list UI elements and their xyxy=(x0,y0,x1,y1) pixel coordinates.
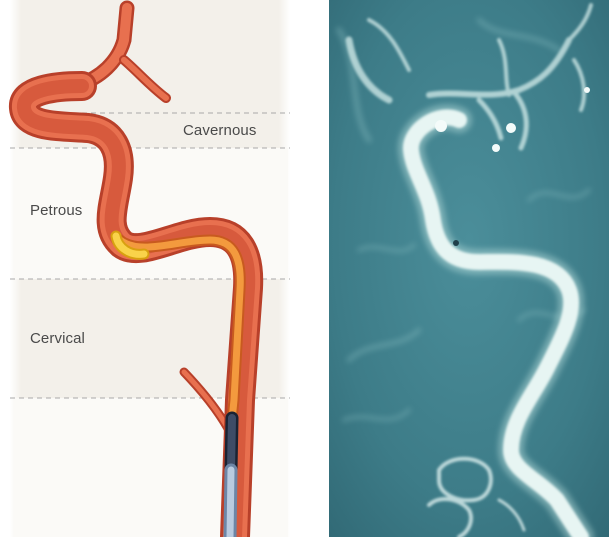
angiogram-image xyxy=(329,0,609,537)
artery-illustration xyxy=(0,0,305,537)
angiogram-panel xyxy=(329,0,609,537)
vessel-marker xyxy=(453,240,459,246)
segment-label-cavernous: Cavernous xyxy=(183,122,256,139)
segment-label-cervical: Cervical xyxy=(30,330,85,347)
artery-illustration-panel: Cavernous Petrous Cervical xyxy=(0,0,305,537)
segment-label-petrous: Petrous xyxy=(30,202,82,219)
